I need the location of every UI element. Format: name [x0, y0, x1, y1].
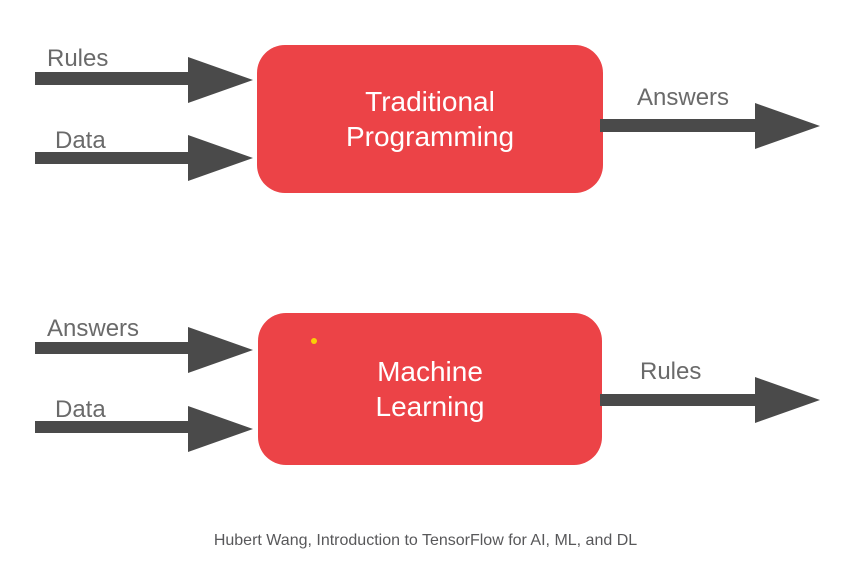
traditional-output-arrow-shaft [600, 119, 756, 132]
machine-output-rules-label: Rules [640, 358, 702, 385]
traditional-programming-box-line2: Programming [345, 121, 515, 152]
traditional-output-arrow-head [755, 103, 820, 149]
machine-learning-box: Machine Learning [258, 313, 602, 465]
traditional-input-data-arrow-head [188, 135, 253, 181]
machine-input-answers-arrow-head [188, 327, 253, 373]
pointer-dot [311, 338, 317, 344]
machine-input-answers-arrow-shaft [35, 342, 189, 354]
machine-output-arrow-shaft [600, 394, 756, 406]
traditional-programming-box-line1: Traditional [365, 86, 495, 117]
traditional-input-data-arrow-shaft [35, 152, 189, 164]
machine-learning-box-line2: Learning [375, 391, 485, 422]
traditional-input-data-label: Data [55, 127, 106, 154]
traditional-programming-box: Traditional Programming [257, 45, 603, 193]
attribution-caption: Hubert Wang, Introduction to TensorFlow … [213, 532, 638, 549]
traditional-output-answers-label: Answers [637, 84, 730, 111]
machine-input-data-arrow-shaft [35, 421, 189, 433]
machine-learning-box-line1: Machine [377, 356, 483, 387]
machine-output-arrow-head [755, 377, 820, 423]
machine-input-data-arrow-head [188, 406, 253, 452]
traditional-input-rules-arrow-head [188, 57, 253, 103]
machine-input-answers-label: Answers [47, 315, 140, 342]
machine-input-data-label: Data [55, 396, 106, 423]
traditional-input-rules-label: Rules [47, 45, 109, 72]
traditional-input-rules-arrow-shaft [35, 72, 189, 85]
